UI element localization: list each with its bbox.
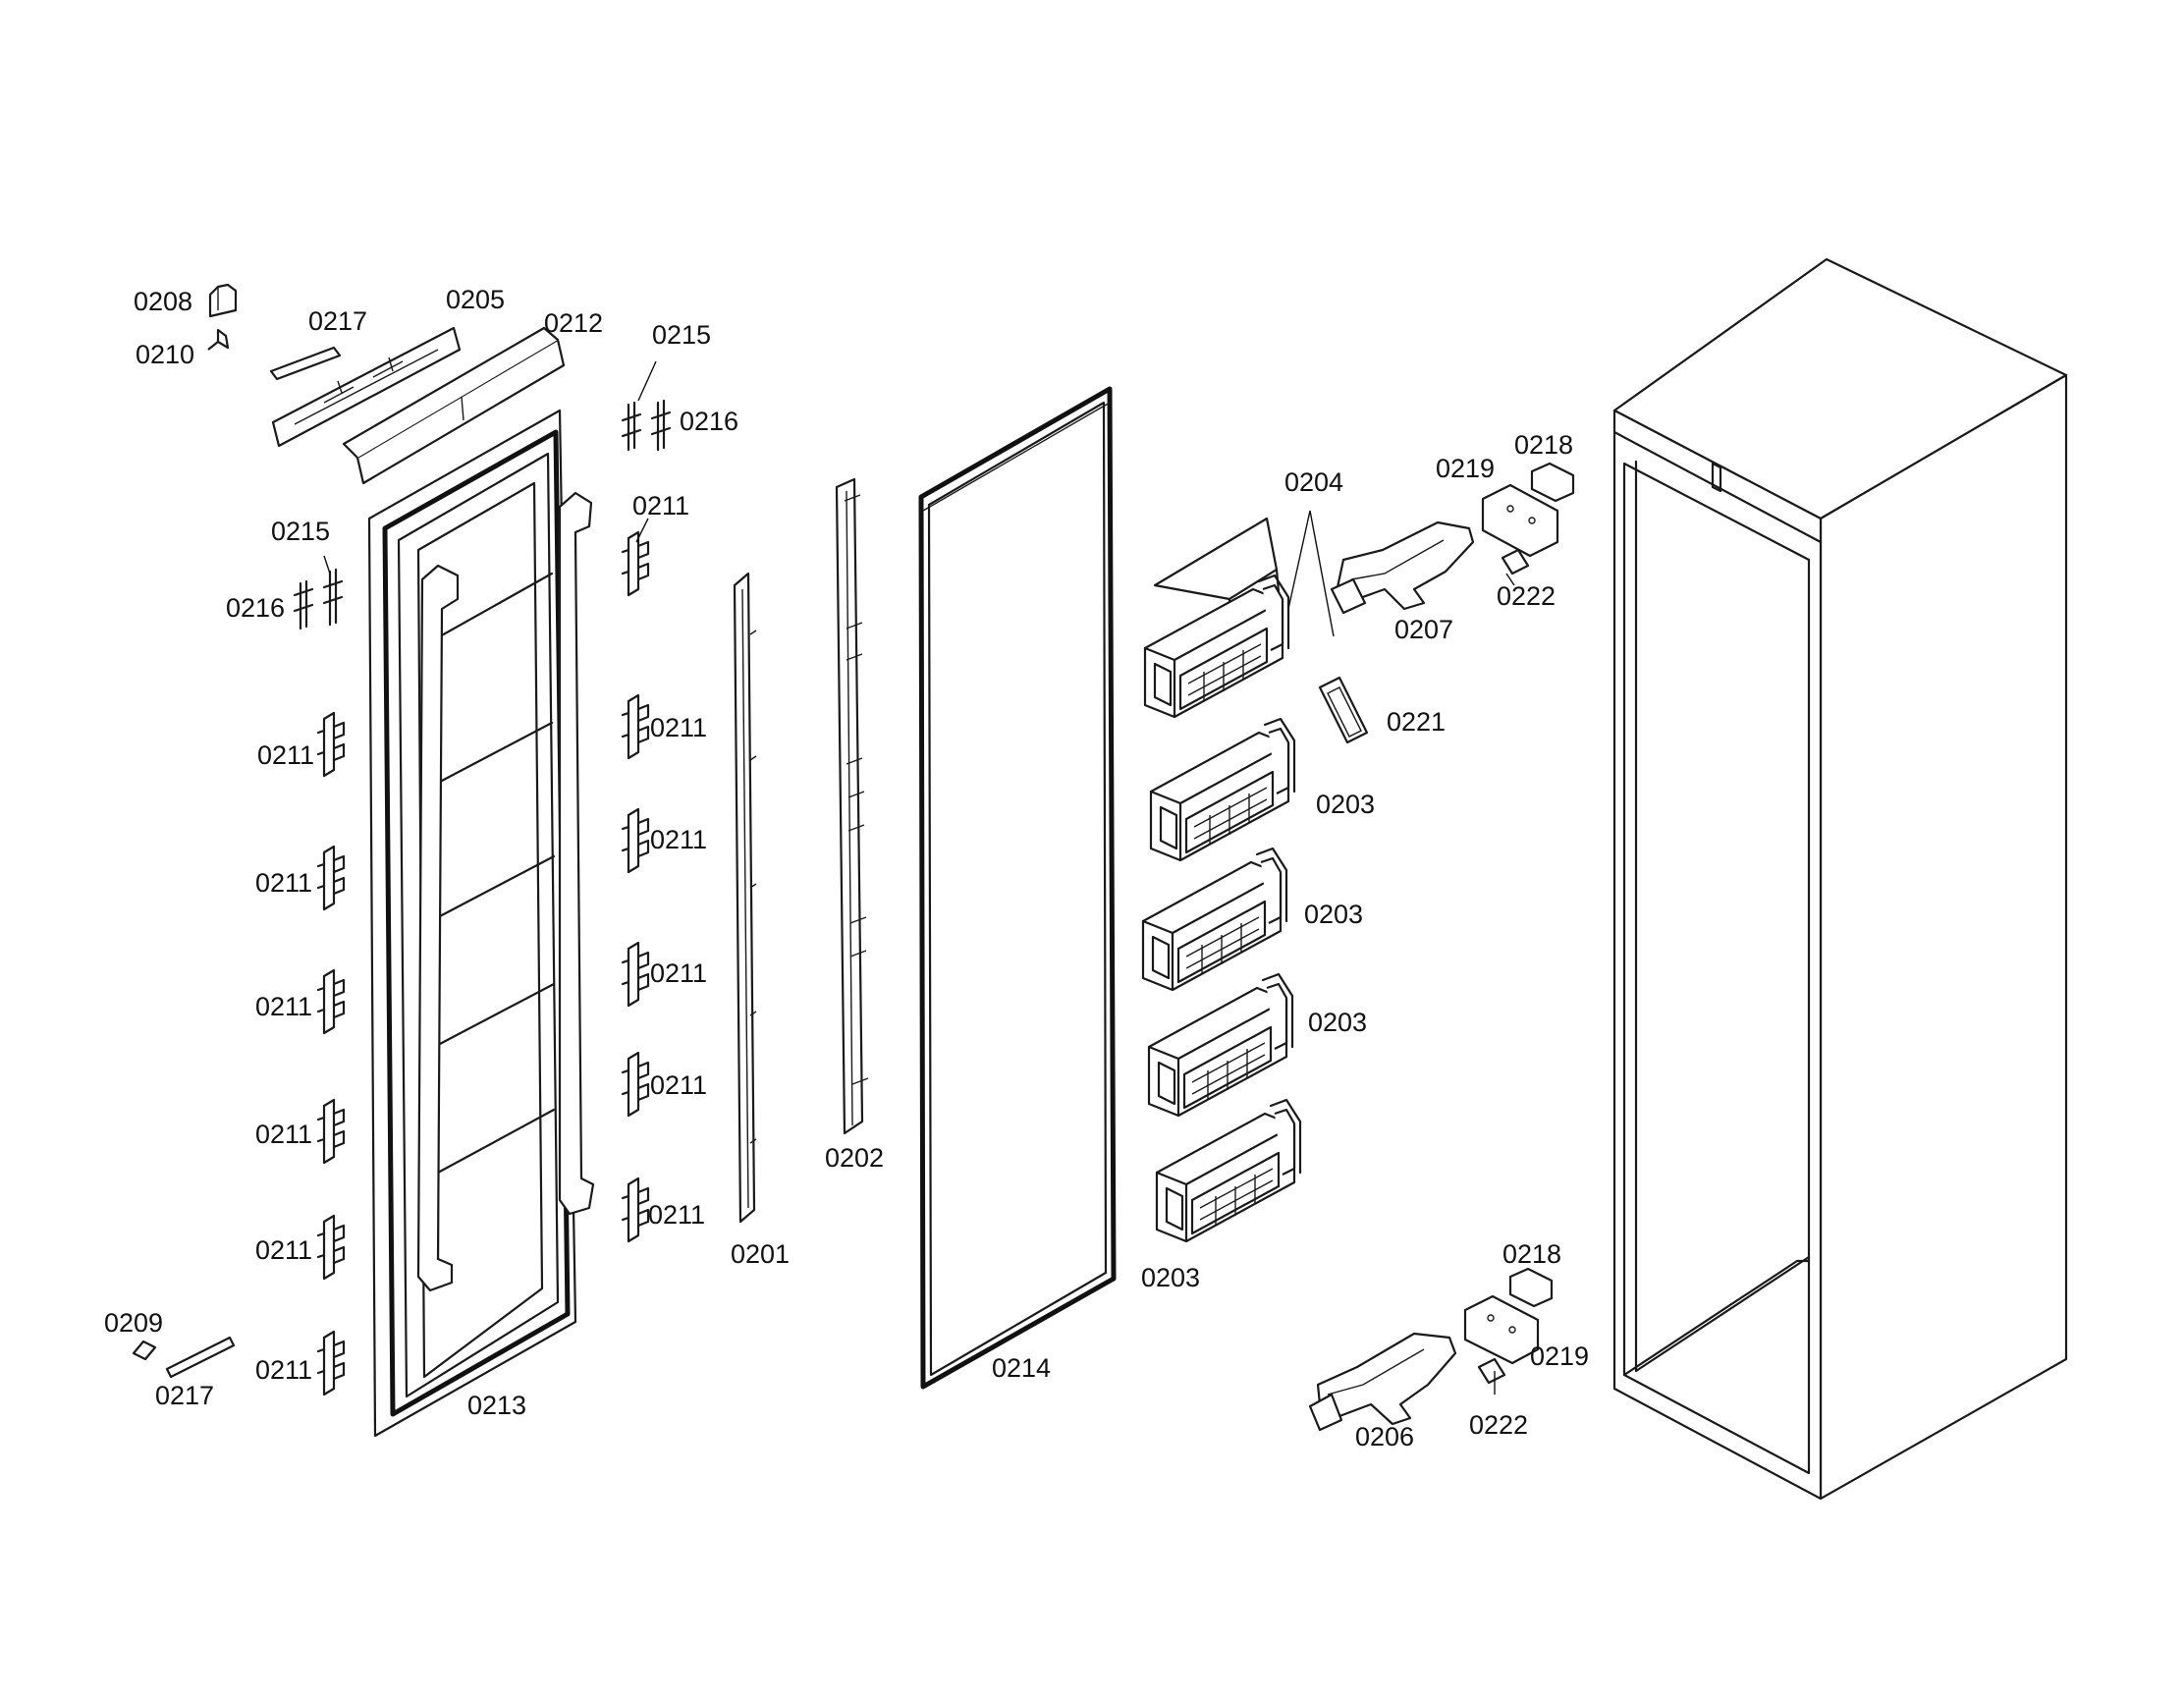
label-0202: 0202 xyxy=(825,1143,884,1173)
label-0211-j: 0211 xyxy=(648,1200,705,1230)
part-0208-cap xyxy=(208,283,238,318)
label-0215-left: 0215 xyxy=(271,517,330,546)
part-0205-bracket xyxy=(271,326,462,448)
label-0211-l: 0211 xyxy=(255,1355,312,1385)
leader-lines xyxy=(323,360,1515,1395)
label-0211-h: 0211 xyxy=(650,1070,707,1100)
label-0203-a: 0203 xyxy=(1316,790,1375,819)
label-0221: 0221 xyxy=(1387,707,1446,737)
part-0219-bottom-plate xyxy=(1463,1294,1540,1365)
part-0219-top-plate xyxy=(1481,483,1559,558)
door-bin-0203 xyxy=(1141,847,1288,992)
label-0217-top: 0217 xyxy=(308,306,367,336)
door-bins xyxy=(1141,574,1302,1243)
clip-0211 xyxy=(621,1051,650,1118)
label-0218-bottom: 0218 xyxy=(1502,1239,1561,1269)
door-bin-0203 xyxy=(1147,972,1294,1118)
label-0218-top: 0218 xyxy=(1514,430,1573,460)
clip-0211 xyxy=(621,941,650,1008)
label-0219-bottom: 0219 xyxy=(1530,1341,1589,1371)
label-0211-c: 0211 xyxy=(650,713,707,742)
label-0203-d: 0203 xyxy=(1141,1263,1200,1292)
part-0217-strip-bottom xyxy=(165,1336,236,1379)
label-0211-f: 0211 xyxy=(650,958,707,988)
part-0202-strip xyxy=(835,477,869,1135)
label-0217-bottom: 0217 xyxy=(155,1381,214,1410)
label-0208: 0208 xyxy=(134,287,192,316)
part-0217-strip-top xyxy=(269,346,342,381)
label-0216-top: 0216 xyxy=(680,407,738,436)
label-0213: 0213 xyxy=(467,1391,526,1420)
clip-0211 xyxy=(316,711,346,778)
label-0215-top: 0215 xyxy=(652,320,711,350)
label-0207: 0207 xyxy=(1394,615,1453,644)
part-0209-clip xyxy=(132,1340,157,1361)
part-0221-insert xyxy=(1318,676,1369,744)
label-0205: 0205 xyxy=(446,285,505,314)
part-0207-top-hinge xyxy=(1330,520,1475,615)
label-0203-b: 0203 xyxy=(1304,900,1363,929)
label-0211-e: 0211 xyxy=(255,868,312,898)
label-0211-i: 0211 xyxy=(255,1120,312,1149)
clip-0211 xyxy=(621,807,650,874)
label-0211-a: 0211 xyxy=(632,491,689,520)
clip-0211 xyxy=(621,530,650,597)
part-0210-clip xyxy=(207,328,230,351)
door-bin-0203 xyxy=(1149,717,1296,862)
label-0210: 0210 xyxy=(136,340,194,369)
label-0211-g: 0211 xyxy=(255,992,312,1021)
label-0219-top: 0219 xyxy=(1436,454,1495,483)
clip-0211 xyxy=(621,693,650,760)
label-0206: 0206 xyxy=(1355,1422,1414,1451)
label-0211-b: 0211 xyxy=(257,740,314,770)
part-0215-0216-top-pins xyxy=(621,399,672,452)
part-0222-bottom-shim xyxy=(1477,1357,1506,1385)
clip-set-left xyxy=(316,711,346,1396)
label-0216-left: 0216 xyxy=(226,593,285,623)
label-0201: 0201 xyxy=(731,1239,790,1269)
clip-0211 xyxy=(316,845,346,911)
clip-0211 xyxy=(316,1214,346,1281)
part-labels: 0208 0210 0217 0205 0212 0215 0216 0215 … xyxy=(104,285,1589,1451)
door-bin-0203 xyxy=(1143,574,1290,719)
label-0204: 0204 xyxy=(1284,467,1343,497)
label-0214: 0214 xyxy=(992,1353,1051,1383)
part-0212-top-cover xyxy=(342,326,566,485)
clip-0211 xyxy=(316,1098,346,1165)
part-0213-door xyxy=(367,409,595,1438)
label-0211-k: 0211 xyxy=(255,1235,312,1265)
clip-0211 xyxy=(316,968,346,1035)
clip-0211 xyxy=(316,1330,346,1396)
label-0209: 0209 xyxy=(104,1308,163,1338)
label-0222-top: 0222 xyxy=(1497,581,1556,611)
refrigerator-cabinet xyxy=(1612,257,2068,1501)
part-0222-top-shim xyxy=(1501,548,1530,575)
part-0218-top-bracket xyxy=(1530,462,1575,503)
part-0201-strip xyxy=(733,572,757,1224)
part-0218-bottom-bracket xyxy=(1508,1267,1554,1308)
part-0206-bottom-hinge xyxy=(1308,1332,1457,1432)
clip-set-middle xyxy=(621,530,650,1243)
label-0211-d: 0211 xyxy=(650,825,707,854)
label-0203-c: 0203 xyxy=(1308,1008,1367,1037)
label-0212: 0212 xyxy=(544,308,603,338)
part-0214-door-gasket xyxy=(918,386,1117,1390)
label-0222-bottom: 0222 xyxy=(1469,1410,1528,1440)
door-bin-0203 xyxy=(1155,1098,1302,1243)
clip-0211 xyxy=(621,1177,650,1243)
part-0215-0216-left-pins xyxy=(293,568,344,630)
